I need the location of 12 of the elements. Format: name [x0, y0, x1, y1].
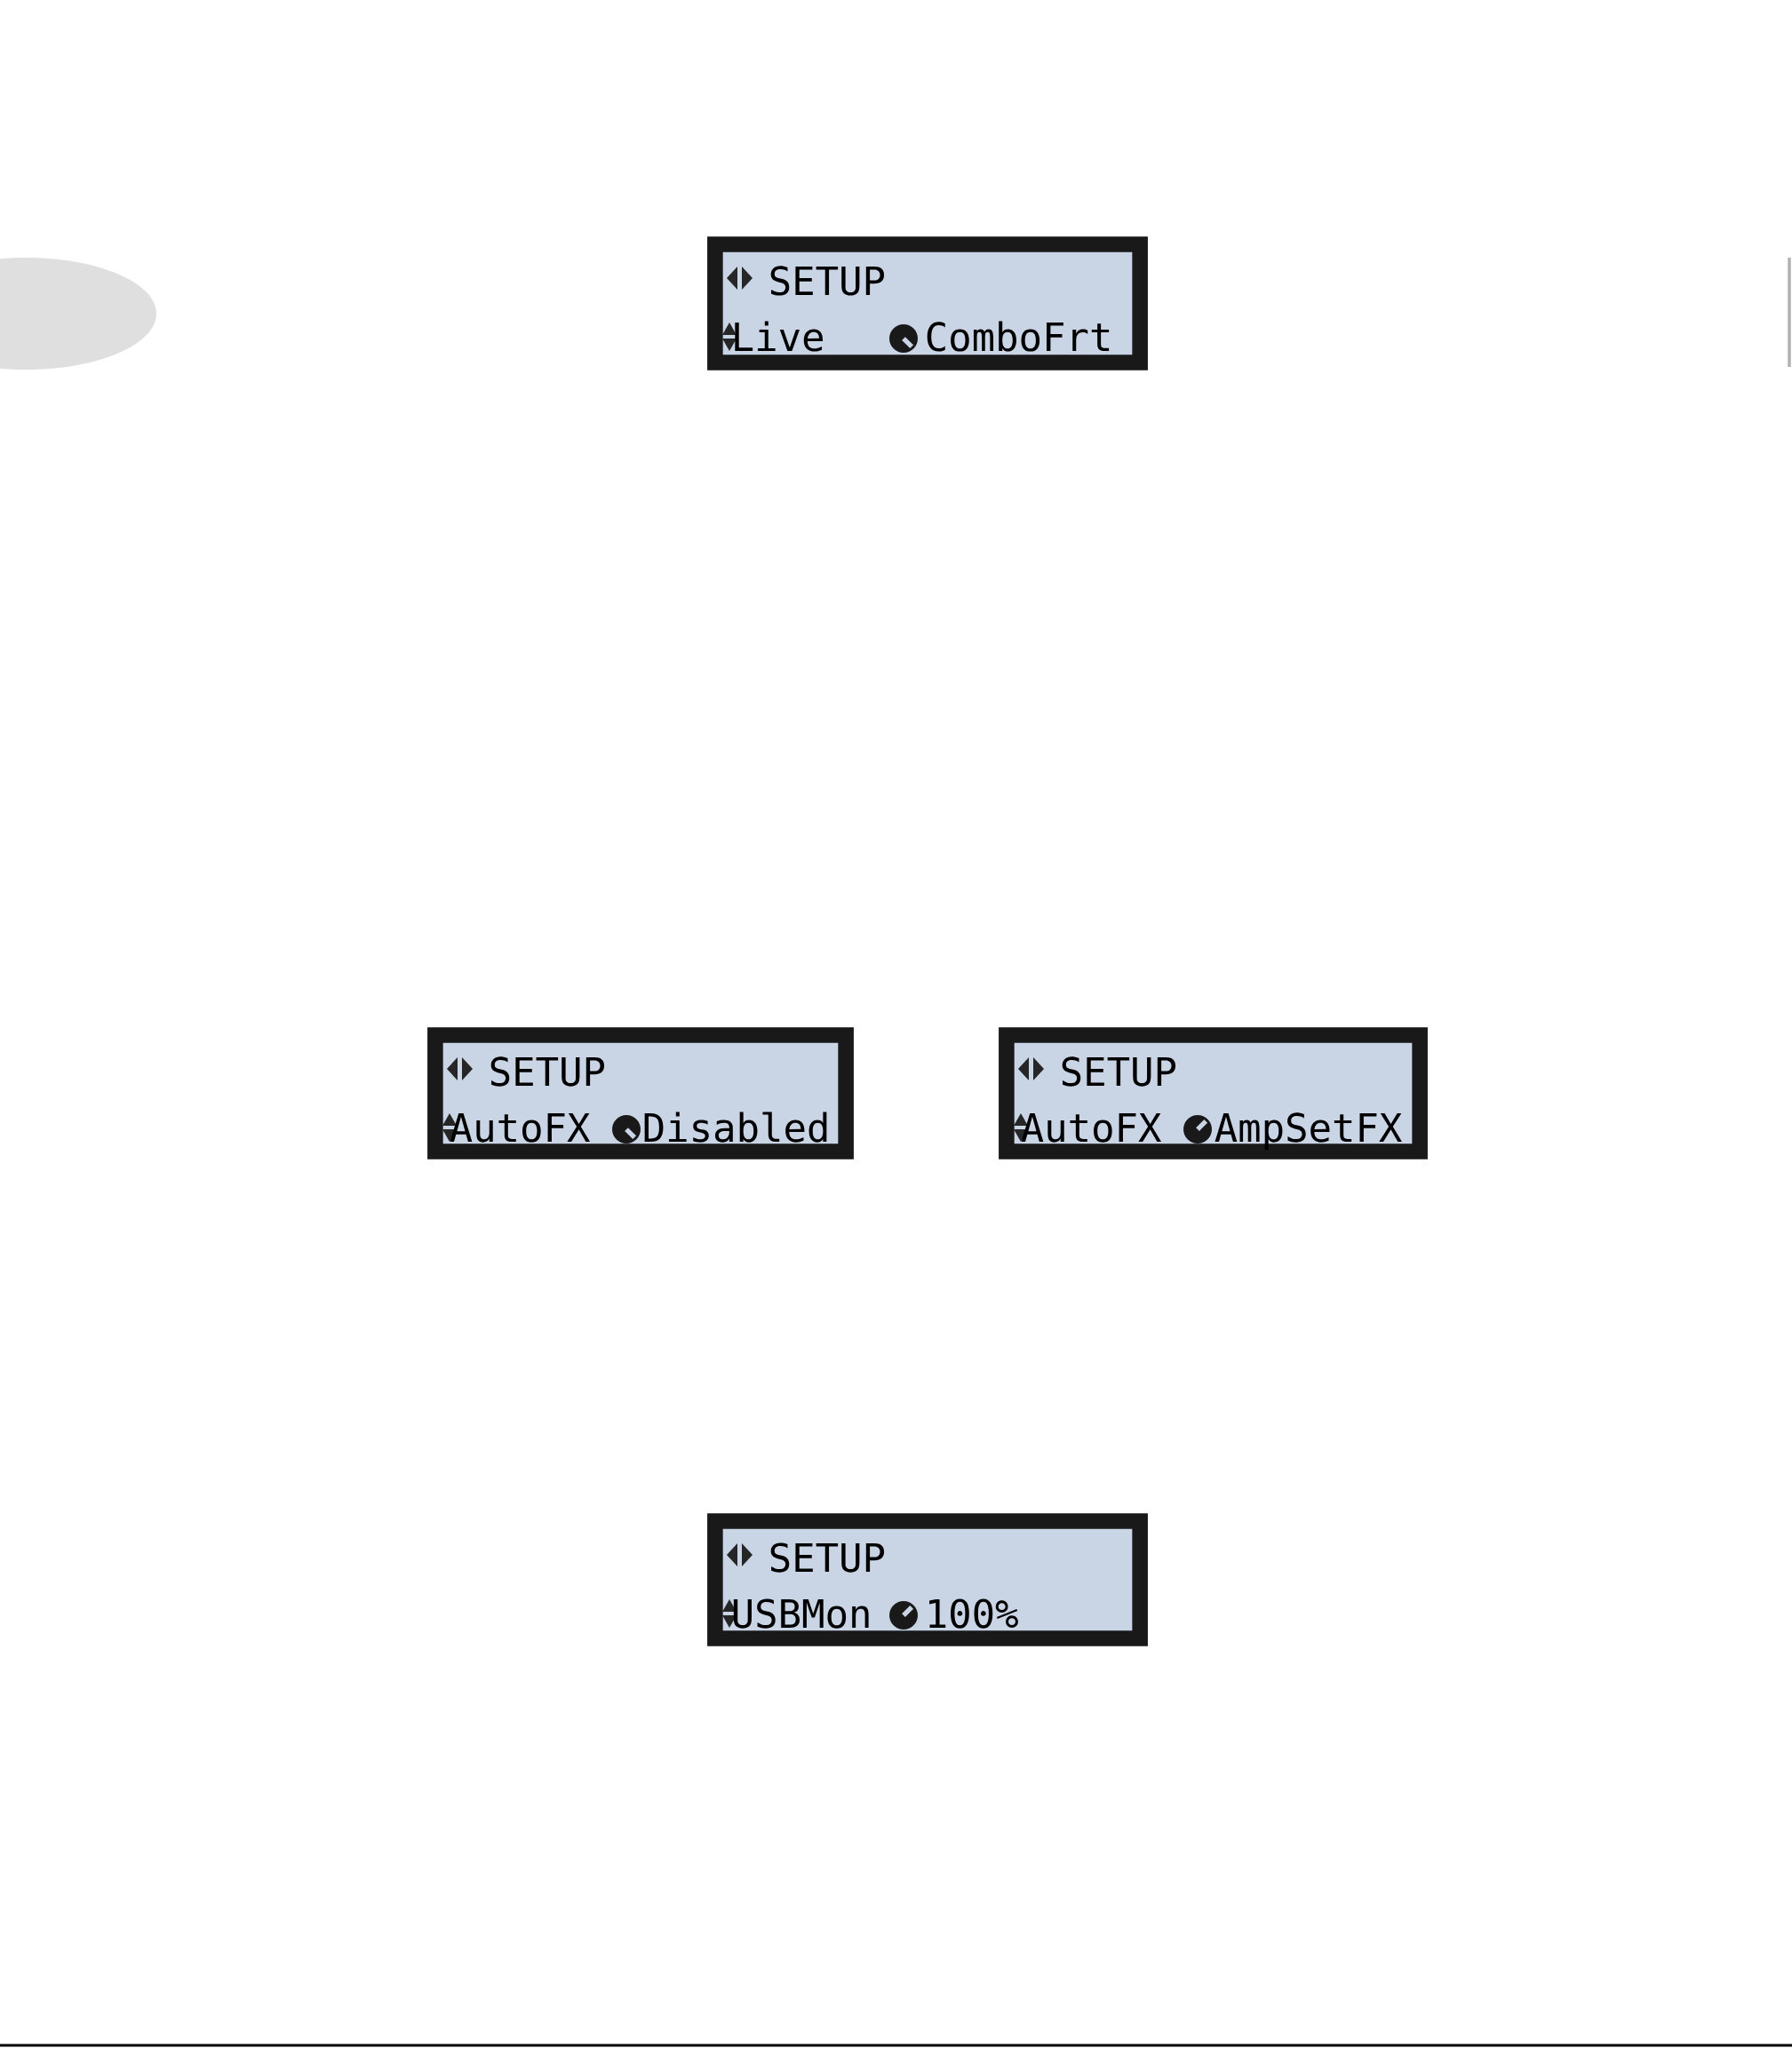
menu-title: SETUP	[770, 266, 885, 296]
setting-name: Live	[735, 321, 823, 352]
setting-name: USBMon	[733, 1598, 869, 1629]
menu-title: SETUP	[490, 1056, 605, 1087]
setting-name: AutoFX	[450, 1113, 591, 1143]
menu-title: SETUP	[770, 1542, 885, 1573]
setting-name: AutoFX	[1021, 1113, 1162, 1143]
setting-value: AmpSetFX	[1215, 1112, 1402, 1151]
menu-title: SETUP	[1062, 1056, 1176, 1087]
setting-value: 100%	[929, 1598, 1018, 1629]
setting-value: Disabled	[644, 1112, 827, 1143]
setting-value: ComboFrt	[927, 321, 1110, 352]
